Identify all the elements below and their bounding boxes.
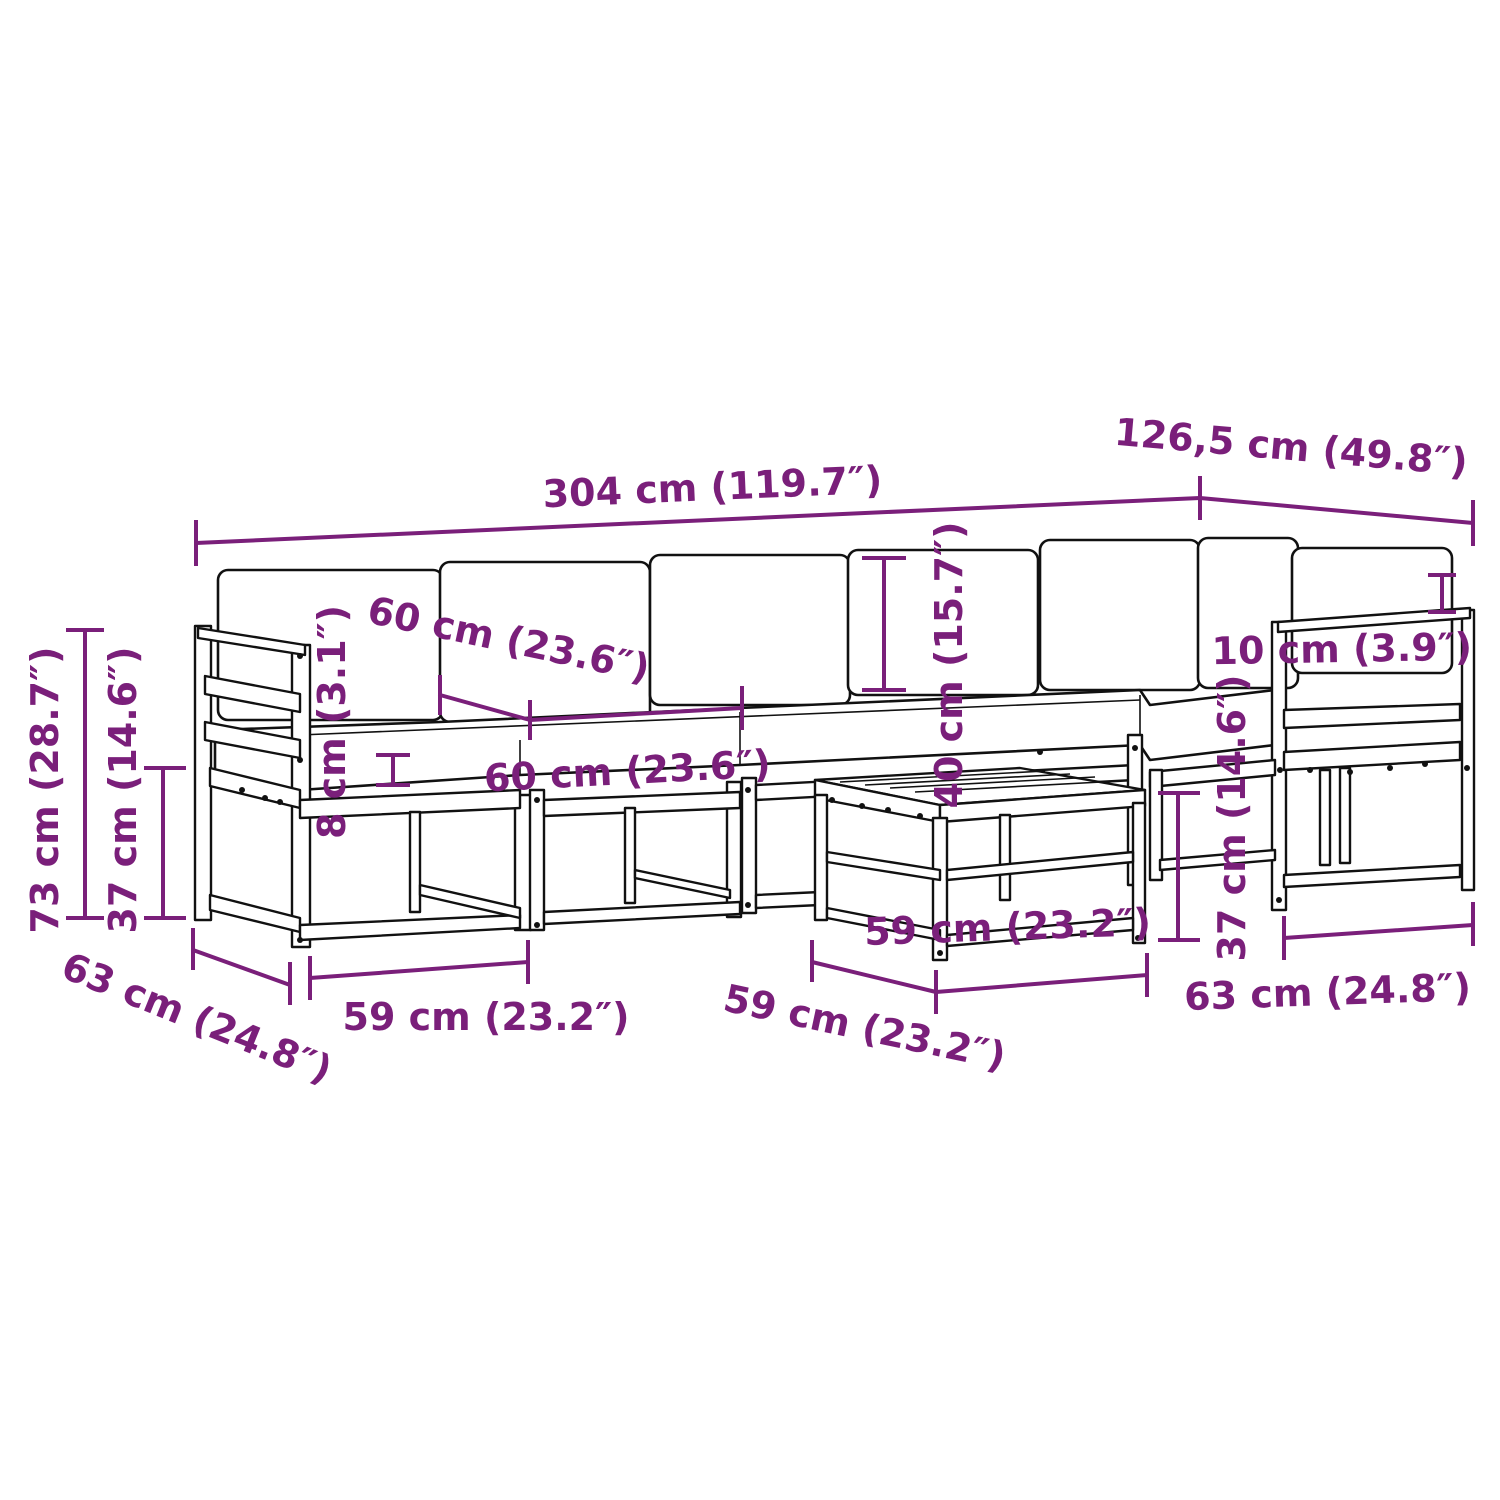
seat-width-front-line (528, 706, 744, 722)
arm-height-label: 8 cm (3.1″) (310, 605, 354, 839)
table-depth-line (810, 960, 938, 994)
backrest-height-label: 40 cm (15.7″) (927, 522, 971, 809)
depth-left-label: 63 cm (24.8″) (56, 944, 339, 1092)
seat-height-right-label: 37 cm (14.6″) (1210, 675, 1254, 962)
total-length-line (194, 496, 1202, 545)
coffee-table (813, 766, 1147, 962)
seat-height-left-label: 37 cm (14.6″) (101, 647, 145, 934)
table-width-label: 59 cm (23.2″) (863, 900, 1151, 954)
depth-left-line (191, 948, 292, 987)
seat-width-back-line (438, 693, 532, 722)
right-corner-module (1148, 606, 1476, 912)
depth-right-line (1282, 923, 1475, 940)
total-length-label: 304 cm (119.7″) (542, 458, 883, 517)
sofa-set-drawing (193, 536, 1476, 962)
side-length-line (1198, 496, 1475, 525)
table-width-line (934, 973, 1149, 994)
module-width-left-line (308, 960, 530, 980)
left-corner-module (193, 624, 533, 949)
total-height-label: 73 cm (28.7″) (23, 647, 67, 934)
module-width-left-label: 59 cm (23.2″) (343, 995, 630, 1039)
depth-right-label: 63 cm (24.8″) (1183, 965, 1471, 1019)
side-length-label: 126,5 cm (49.8″) (1113, 410, 1470, 485)
seat-cushions (213, 688, 1277, 792)
cushion-thickness-label: 10 cm (3.9″) (1211, 625, 1472, 674)
dimension-lines (66, 476, 1475, 1014)
